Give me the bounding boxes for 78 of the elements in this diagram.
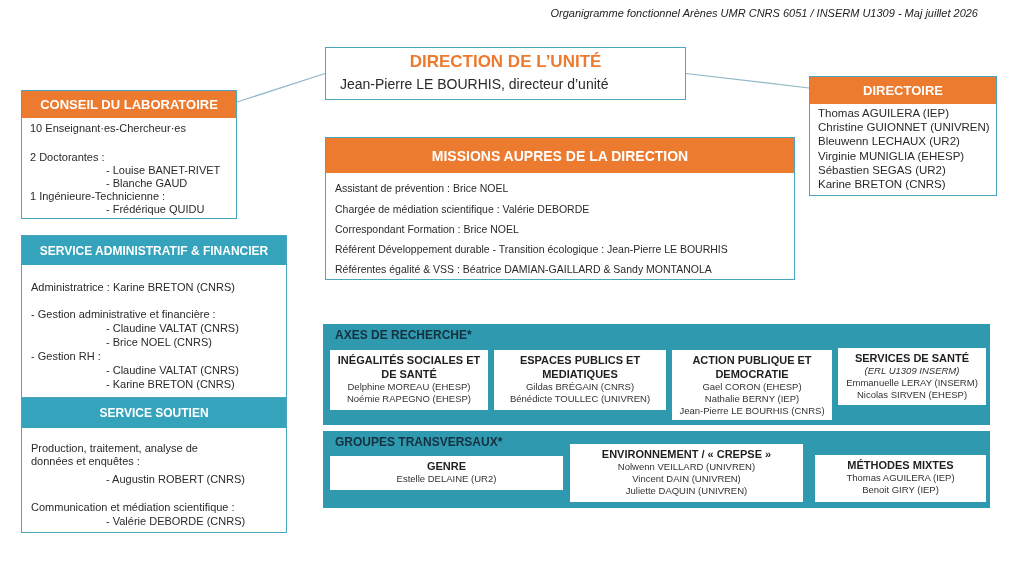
member-name: Delphine MOREAU (EHESP): [347, 381, 471, 393]
card-line: Virginie MUNIGLIA (EHESP): [818, 150, 965, 164]
org-card: [809, 76, 997, 196]
card-line: Administratrice : Karine BRETON (CNRS): [31, 281, 235, 295]
member-name: Bénédicte TOULLEC (UNIVREN): [509, 393, 651, 405]
group-band: [323, 324, 990, 425]
card-line: - Claudine VALTAT (CNRS): [106, 364, 239, 378]
card-line: Correspondant Formation : Brice NOEL: [335, 223, 519, 236]
card-line: - Blanche GAUD: [106, 177, 188, 191]
member-name: Gildas BRÉGAIN (CNRS): [525, 381, 635, 393]
org-card: [21, 397, 287, 533]
director-text: Jean-Pierre LE BOURHIS, directeur d’unité: [340, 76, 609, 93]
card-line: Bleuwenn LECHAUX (UR2): [818, 135, 960, 149]
card-line: - Gestion administrative et financière :: [31, 308, 216, 322]
card-line: Production, traitement, analyse de données et enquêtes :: [31, 442, 199, 469]
axis-heading: ENVIRONNEMENT / « CREPSE »: [601, 447, 772, 461]
card-line: Chargée de médiation scientifique : Valérie DEBORDE: [335, 203, 590, 216]
card-line: - Frédérique QUIDU: [106, 203, 205, 217]
card-line: Communication et médiation scientifique :: [31, 501, 235, 515]
axis-card: [672, 350, 832, 420]
axis-heading: GENRE: [426, 459, 467, 473]
axis-heading: MÉTHODES MIXTES: [847, 458, 954, 472]
member-name: Emmanuelle LERAY (INSERM): [846, 377, 978, 389]
member-name: Nathalie BERNY (IEP): [704, 393, 800, 405]
card-line: Sébastien SEGAS (UR2): [818, 164, 946, 178]
axis-card: [815, 455, 986, 502]
group-band: [323, 431, 990, 508]
unit-heading: DIRECTION DE L’UNITÉ: [408, 52, 603, 73]
axis-card: [570, 444, 803, 502]
member-name: Noémie RAPEGNO (EHESP): [346, 393, 472, 405]
card-line: - Valérie DEBORDE (CNRS): [106, 515, 246, 529]
card-line: - Louise BANET-RIVET: [106, 164, 221, 178]
axis-card: [330, 456, 563, 490]
band-heading: GROUPES TRANSVERSAUX*: [335, 435, 503, 450]
card-line: Karine BRETON (CNRS): [818, 178, 946, 192]
unit-note: (ERL U1309 INSERM): [864, 365, 960, 377]
card-header: MISSIONS AUPRES DE LA DIRECTION: [326, 138, 794, 173]
card-line: - Gestion RH :: [31, 350, 101, 364]
card-line: 10 Enseignant·es-Chercheur·es: [30, 122, 186, 136]
connector-line: [685, 72, 810, 89]
axis-heading: ESPACES PUBLICS ET MEDIATIQUES: [518, 353, 642, 381]
axis-heading: INÉGALITÉS SOCIALES ET DE SANTÉ: [336, 353, 482, 381]
connector-line: [236, 72, 326, 103]
member-name: Estelle DELAINE (UR2): [396, 473, 497, 485]
member-name: Gael CORON (EHESP): [702, 381, 802, 393]
member-name: Jean-Pierre LE BOURHIS (CNRS): [679, 405, 825, 417]
member-name: Juliette DAQUIN (UNIVREN): [625, 485, 748, 497]
card-line: - Claudine VALTAT (CNRS): [106, 322, 239, 336]
member-name: Nicolas SIRVEN (EHESP): [856, 389, 968, 401]
axis-heading: SERVICES DE SANTÉ: [854, 351, 970, 365]
axis-card: [838, 348, 986, 405]
card-line: - Augustin ROBERT (CNRS): [106, 473, 245, 487]
card-line: 2 Doctorantes :: [30, 151, 105, 165]
org-card: [21, 235, 287, 398]
card-header: CONSEIL DU LABORATOIRE: [22, 91, 236, 118]
direction-box: [325, 47, 686, 100]
card-line: Référentes égalité & VSS : Béatrice DAMIAN-GAILLARD & Sandy MONTANOLA: [335, 263, 712, 276]
axis-card: [330, 350, 488, 410]
member-name: Benoit GIRY (IEP): [862, 484, 939, 496]
card-line: Assistant de prévention : Brice NOEL: [335, 182, 509, 195]
card-line: Référent Développement durable - Transition écologique : Jean-Pierre LE BOURHIS: [335, 243, 728, 256]
member-name: Vincent DAIN (UNIVREN): [632, 473, 741, 485]
page-title: Organigramme fonctionnel Arènes UMR CNRS 6051 / INSERM U1309 - Maj juillet 2026: [550, 7, 978, 19]
card-line: Thomas AGUILERA (IEP): [818, 107, 949, 121]
card-header: SERVICE SOUTIEN: [22, 398, 286, 428]
axis-card: [494, 350, 666, 410]
card-line: - Karine BRETON (CNRS): [106, 378, 235, 392]
axis-heading: ACTION PUBLIQUE ET DEMOCRATIE: [691, 353, 813, 381]
org-card: [325, 137, 795, 280]
band-heading: AXES DE RECHERCHE*: [335, 328, 472, 343]
card-header: DIRECTOIRE: [810, 77, 996, 104]
org-card: [21, 90, 237, 219]
member-name: Thomas AGUILERA (IEP): [846, 472, 955, 484]
card-line: 1 Ingénieure-Technicienne :: [30, 190, 166, 204]
card-line: - Brice NOEL (CNRS): [106, 336, 212, 350]
card-header: SERVICE ADMINISTRATIF & FINANCIER: [22, 236, 286, 265]
card-line: Christine GUIONNET (UNIVREN): [818, 121, 990, 135]
member-name: Nolwenn VEILLARD (UNIVREN): [617, 461, 756, 473]
